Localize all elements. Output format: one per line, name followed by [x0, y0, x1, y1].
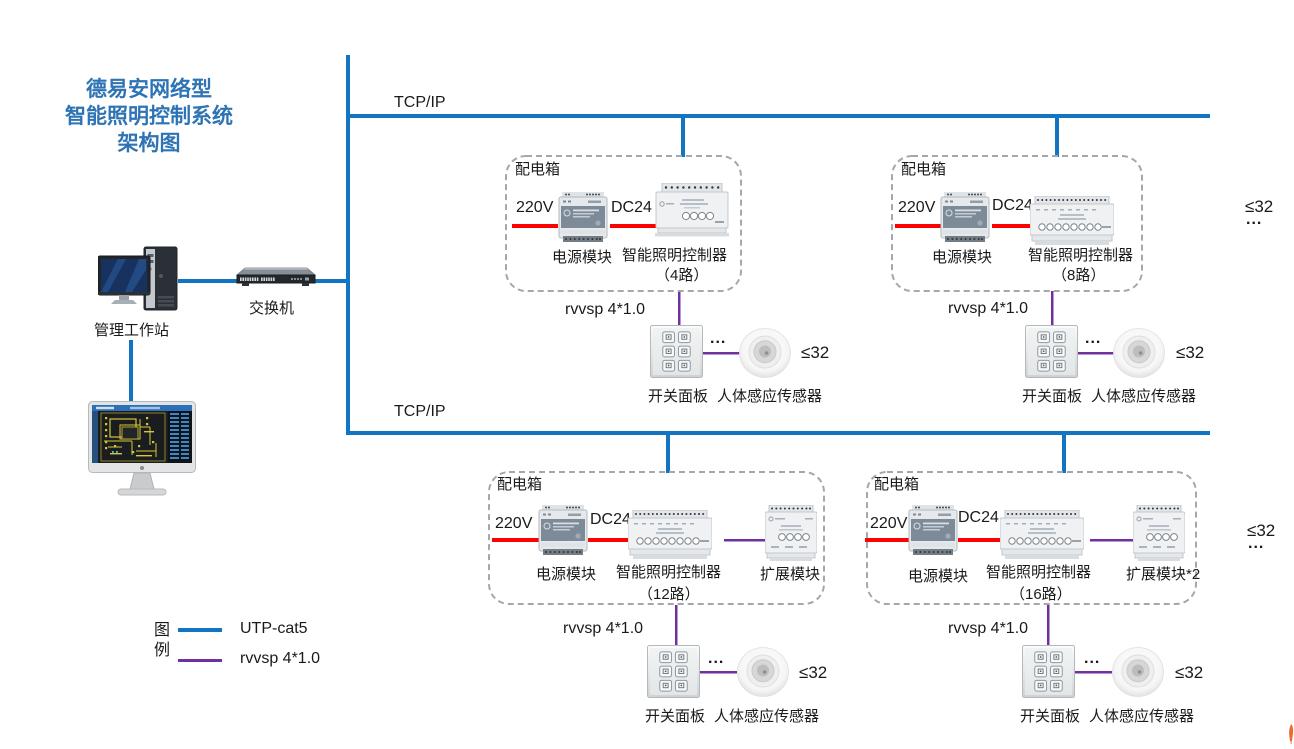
legend-rvvsp-line — [178, 659, 222, 662]
switch-label: 交换机 — [249, 300, 295, 317]
box-title: 配电箱 — [515, 161, 561, 178]
power-lines — [492, 224, 1034, 542]
keypad-label: 开关面板 — [1022, 388, 1083, 405]
box-title: 配电箱 — [901, 161, 947, 178]
power-module-icon — [558, 192, 608, 244]
lighting-controller-icon — [628, 510, 712, 562]
controller-channels: （16路） — [1010, 586, 1072, 603]
keypad-label: 开关面板 — [645, 708, 706, 725]
distribution-box-outlines — [488, 155, 1197, 605]
switch-panel-icon — [647, 645, 700, 698]
input-voltage-label: 220V — [516, 199, 554, 216]
legend-utp-line — [178, 628, 222, 632]
controller-channels: （12路） — [638, 586, 700, 603]
utp-bus-lines — [129, 55, 1210, 473]
lighting-controller-icon — [655, 183, 729, 237]
input-voltage-label: 220V — [870, 515, 908, 532]
rvvsp-label: rvvsp 4*1.0 — [563, 620, 644, 637]
dc-output-label: DC24 — [611, 199, 652, 216]
distribution-box-2: 配电箱 220V DC24 电源模块 智能照明控制器 （8路） — [891, 155, 1143, 292]
keypad-label: 开关面板 — [1020, 708, 1081, 725]
rvvsp-label: rvvsp 4*1.0 — [565, 301, 646, 318]
branch-dots-mid: ... — [1248, 535, 1265, 552]
sensor-label: 人体感应传感器 — [1091, 388, 1197, 405]
power-module-icon — [940, 192, 990, 244]
controller-label: 智能照明控制器 — [622, 247, 728, 264]
sensor-limit: ≤32 — [799, 663, 828, 682]
input-voltage-label: 220V — [898, 199, 936, 216]
legend-rvvsp-label: rvvsp 4*1.0 — [240, 650, 321, 667]
legend-heading: 图例 — [153, 622, 170, 659]
branch-limit-mid: ≤32 — [1247, 521, 1276, 540]
expansion-module-icon — [1133, 505, 1185, 561]
lighting-controller-icon — [1000, 510, 1084, 562]
sensor-label: 人体感应传感器 — [717, 388, 823, 405]
sensor-label: 人体感应传感器 — [1089, 708, 1195, 725]
more-devices-dots: ... — [708, 650, 725, 667]
power-module-label: 电源模块 — [536, 566, 597, 583]
occupancy-sensor-icon — [737, 647, 789, 697]
switch-panel-icon — [1022, 645, 1075, 698]
more-devices-dots: ... — [1084, 650, 1101, 667]
box-title: 配电箱 — [497, 476, 543, 493]
occupancy-sensor-icon — [739, 328, 791, 378]
workstation-icon — [98, 246, 180, 318]
branch-limit-top: ≤32 — [1245, 197, 1274, 216]
corner-mark — [1288, 724, 1294, 744]
power-module-icon — [538, 505, 588, 557]
branch-dots-top: ... — [1246, 211, 1263, 228]
expansion-module-icon — [765, 505, 817, 561]
workstation-label: 管理工作站 — [92, 319, 172, 340]
legend-utp-label: UTP-cat5 — [240, 620, 308, 637]
switch-panel-icon — [1025, 325, 1078, 378]
rvvsp-wires — [674, 291, 1134, 674]
keypad-label: 开关面板 — [648, 388, 709, 405]
controller-label: 智能照明控制器 — [616, 564, 722, 581]
box4-outline — [866, 471, 1197, 605]
sensor-limit: ≤32 — [1176, 343, 1205, 362]
box3-outline — [488, 471, 825, 605]
sensor-limit: ≤32 — [801, 343, 830, 362]
distribution-box-1: 配电箱 220V DC24 电源模块 智能照明控制器 （4路） — [505, 155, 742, 292]
box-title: 配电箱 — [874, 476, 920, 493]
box2-outline — [891, 155, 1143, 292]
box1-outline — [505, 155, 742, 292]
switch-panel-icon — [650, 325, 703, 378]
occupancy-sensor-icon — [1113, 328, 1165, 378]
input-voltage-label: 220V — [495, 515, 533, 532]
diagram-title: 德易安网络型 智能照明控制系统 架构图 — [53, 76, 245, 157]
distribution-box-4: 配电箱 220V DC24 电源模块 智能照明控制器 （16路） 扩展模块*2 — [866, 471, 1201, 605]
power-module-icon — [908, 505, 958, 557]
more-devices-dots: ... — [1085, 330, 1102, 347]
tcpip-label-bottom: TCP/IP — [394, 403, 446, 420]
dc-output-label: DC24 — [590, 511, 631, 528]
lighting-controller-icon — [1030, 196, 1114, 248]
power-module-label: 电源模块 — [908, 568, 969, 585]
title-line-3: 架构图 — [117, 132, 181, 155]
controller-label: 智能照明控制器 — [1028, 247, 1134, 264]
power-module-label: 电源模块 — [932, 249, 993, 266]
power-module-label: 电源模块 — [552, 249, 613, 266]
distribution-box-3: 配电箱 220V DC24 电源模块 智能照明控制器 （12路） 扩展模块 — [488, 471, 825, 605]
title-line-1: 德易安网络型 — [86, 78, 212, 101]
network-switch-icon — [236, 266, 316, 290]
expansion-label: 扩展模块*2 — [1126, 566, 1201, 583]
controller-channels: （8路） — [1052, 267, 1106, 284]
tcpip-label-top: TCP/IP — [394, 94, 446, 111]
controller-label: 智能照明控制器 — [986, 564, 1092, 581]
rvvsp-label: rvvsp 4*1.0 — [948, 300, 1029, 317]
expansion-label: 扩展模块 — [760, 566, 821, 583]
sensor-label: 人体感应传感器 — [714, 708, 820, 725]
controller-channels: （4路） — [655, 267, 709, 284]
rvvsp-label: rvvsp 4*1.0 — [948, 620, 1029, 637]
title-line-2: 智能照明控制系统 — [65, 105, 233, 128]
more-devices-dots: ... — [710, 330, 727, 347]
occupancy-sensor-icon — [1112, 647, 1164, 697]
dc-output-label: DC24 — [958, 509, 999, 526]
dc-output-label: DC24 — [992, 197, 1033, 214]
monitor-icon — [88, 401, 196, 503]
sensor-limit: ≤32 — [1175, 663, 1204, 682]
